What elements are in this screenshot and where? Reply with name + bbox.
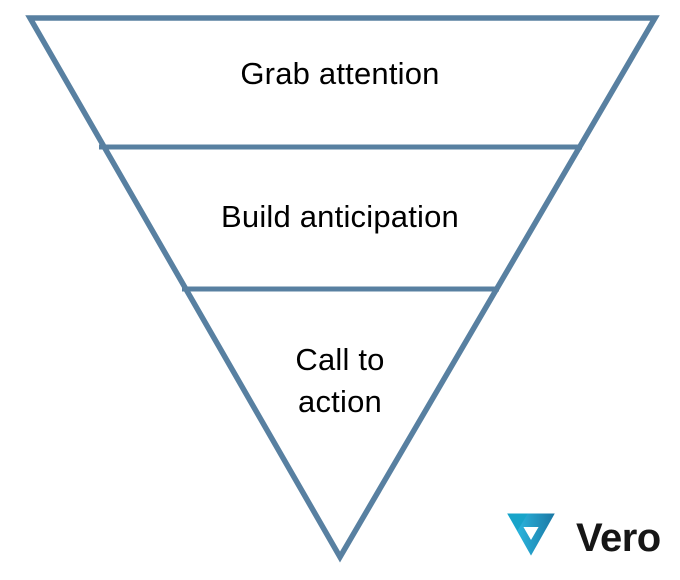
vero-mark-fold [507, 513, 528, 531]
vero-triangle-icon [507, 513, 555, 556]
section-label-call-to-action: Call to action [295, 342, 385, 419]
vero-mark-inner-hole [523, 526, 539, 540]
section-label-build-anticipation: Build anticipation [221, 199, 459, 234]
vero-wordmark: Vero [576, 516, 661, 560]
vero-logo: Vero [504, 506, 661, 562]
section-label-grab-attention: Grab attention [240, 56, 440, 91]
